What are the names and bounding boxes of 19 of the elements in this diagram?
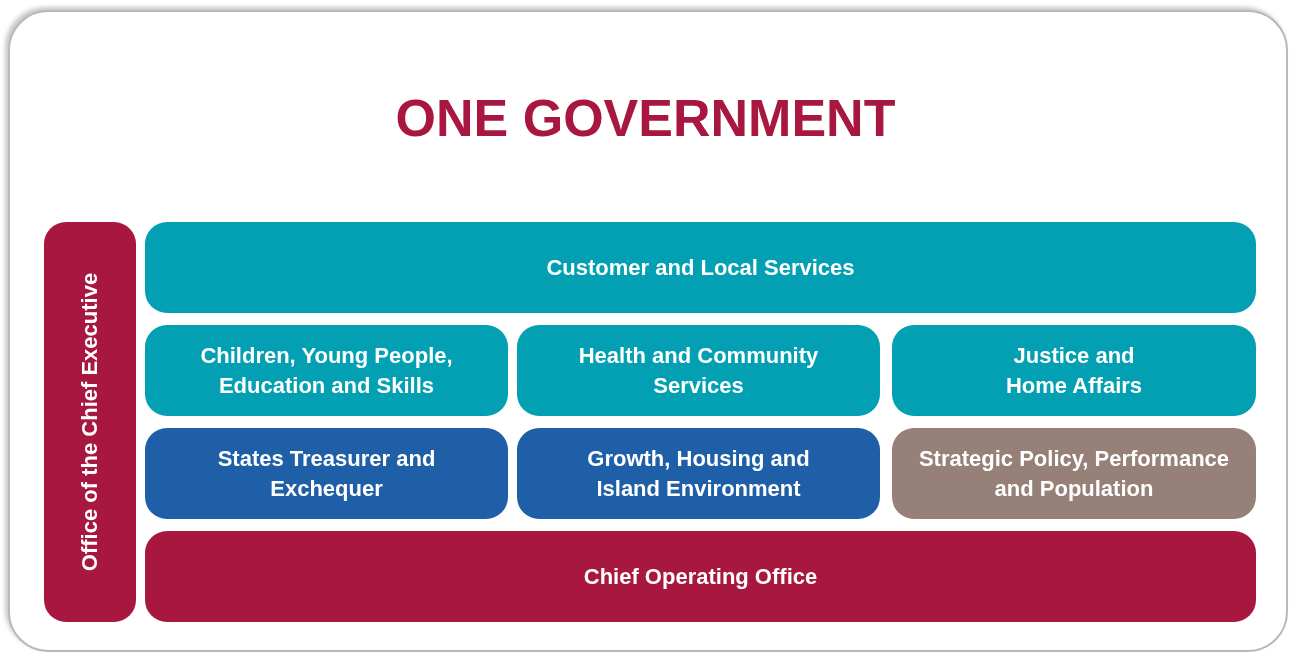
department-box xyxy=(517,325,880,416)
side-bar xyxy=(44,222,136,622)
department-name: Justice and Home Affairs xyxy=(1004,341,1144,400)
department-box xyxy=(892,325,1256,416)
department-box xyxy=(145,325,508,416)
department-box xyxy=(145,222,1256,313)
department-box xyxy=(517,428,880,519)
department-box xyxy=(145,531,1256,622)
department-box xyxy=(892,428,1256,519)
diagram-title: ONE GOVERNMENT xyxy=(394,88,897,148)
department-name: Growth, Housing and Island Environment xyxy=(586,444,811,503)
department-box xyxy=(145,428,508,519)
department-name: States Treasurer and Exchequer xyxy=(216,444,437,503)
department-name: Office of the Chief Executive xyxy=(76,272,103,572)
department-name: Chief Operating Office xyxy=(583,562,818,591)
department-name: Children, Young People, Education and Skills xyxy=(199,341,454,400)
department-name: Customer and Local Services xyxy=(546,253,855,282)
department-name: Strategic Policy, Performance and Population xyxy=(917,444,1231,503)
department-name: Health and Community Services xyxy=(577,341,820,400)
